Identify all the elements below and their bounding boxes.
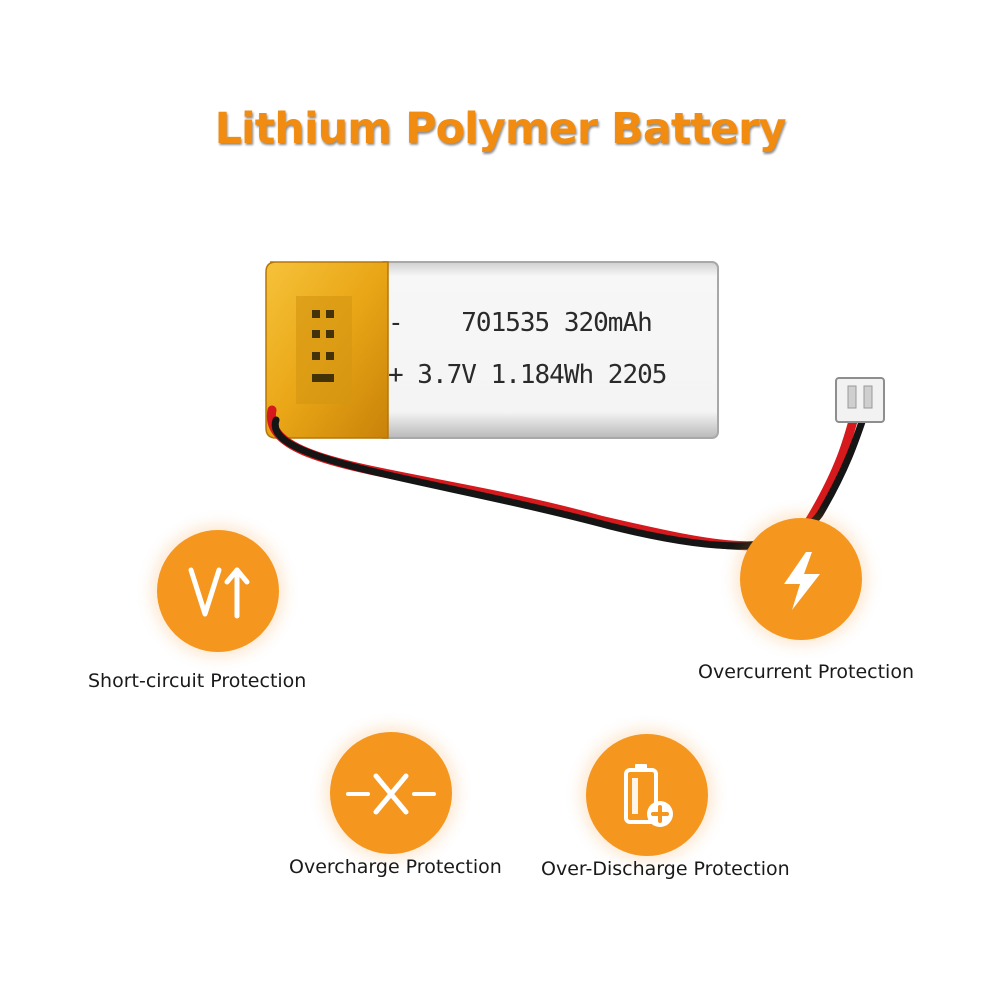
battery-label-line-1: - 701535 320mAh	[388, 308, 653, 338]
feature-overcurrent-badge	[740, 518, 862, 640]
feature-overcharge-label: Overcharge Protection	[289, 856, 502, 878]
feature-over-discharge-badge	[586, 734, 708, 856]
pcm-board	[296, 296, 352, 404]
black-wire	[271, 406, 870, 550]
battery-body	[377, 261, 719, 439]
voltage-up-icon	[188, 567, 250, 619]
feature-short-circuit-badge	[157, 530, 279, 652]
page-title: Lithium Polymer Battery	[214, 104, 787, 154]
feature-overcurrent-label: Overcurrent Protection	[698, 661, 914, 683]
pcm-chips	[312, 310, 334, 382]
jst-connector	[835, 377, 885, 423]
lightning-bolt-icon	[784, 552, 820, 610]
feature-overcharge-badge	[330, 732, 452, 854]
battery-label-line-2: + 3.7V 1.184Wh 2205	[388, 360, 667, 390]
feature-short-circuit-label: Short-circuit Protection	[88, 670, 307, 692]
cross-x-icon	[346, 773, 436, 815]
feature-over-discharge-label: Over-Discharge Protection	[541, 858, 790, 880]
battery-plus-icon	[624, 764, 673, 827]
